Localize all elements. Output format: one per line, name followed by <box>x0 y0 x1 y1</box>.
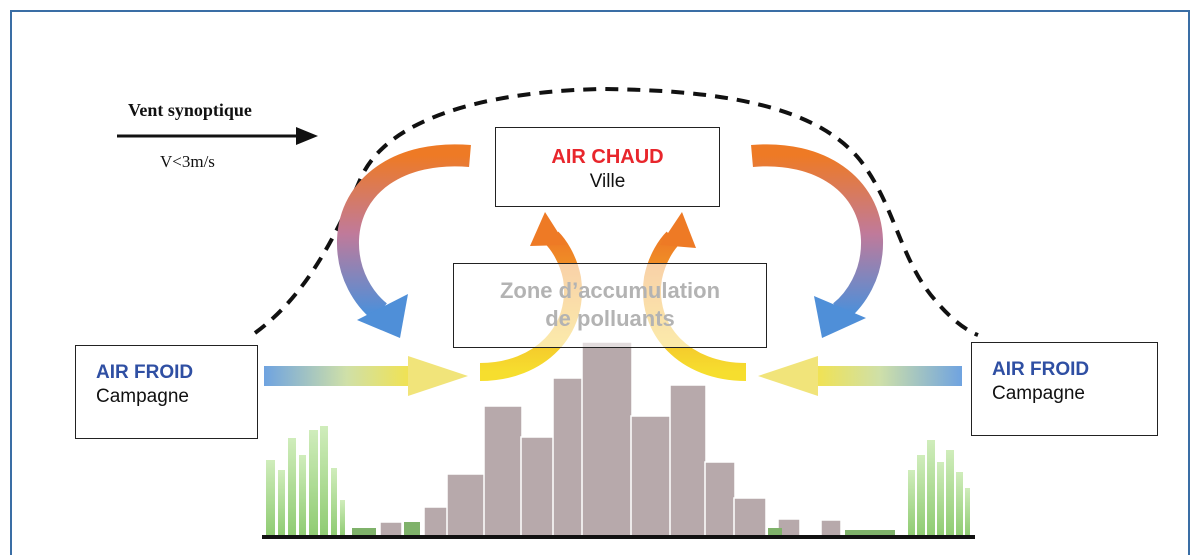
city-buildings <box>379 341 842 537</box>
right-cold-inflow-arrow <box>758 356 962 396</box>
right-box-subtitle: Campagne <box>992 383 1085 404</box>
left-box-title: AIR FROID <box>96 362 194 383</box>
right-box-title: AIR FROID <box>992 359 1090 380</box>
diagram-frame <box>10 10 1190 555</box>
left-box-subtitle: Campagne <box>96 386 189 407</box>
wind-title: Vent synoptique <box>128 100 252 120</box>
city-box: AIR CHAUD Ville <box>495 127 720 207</box>
grass-tufts <box>352 522 895 536</box>
pollution-zone-line1: Zone d’accumulation <box>499 278 721 303</box>
right-countryside-box: AIR FROID Campagne <box>971 342 1158 436</box>
synoptic-wind-arrow <box>117 127 318 145</box>
left-cold-inflow-arrow <box>264 356 468 396</box>
city-box-title: AIR CHAUD <box>551 146 664 168</box>
right-convection-arrow <box>751 144 883 338</box>
left-countryside-box: AIR FROID Campagne <box>75 345 258 439</box>
city-box-subtitle: Ville <box>589 171 626 192</box>
left-convection-arrow <box>337 144 471 338</box>
pollution-zone-line2: de polluants <box>545 306 675 331</box>
left-countryside-trees <box>266 426 345 536</box>
right-countryside-trees <box>908 440 970 536</box>
pollution-zone-box: Zone d’accumulation de polluants <box>453 263 767 348</box>
wind-speed: V<3m/s <box>160 152 215 171</box>
